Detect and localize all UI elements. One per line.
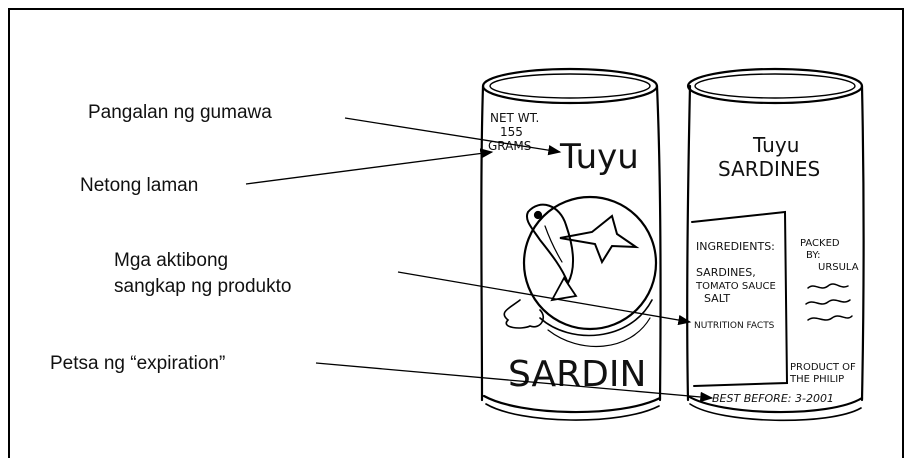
back-nutrition: NUTRITION FACTS [694,321,775,331]
back-packed-3: URSULA [818,262,859,273]
sauce-splash [503,299,545,329]
front-can [480,67,662,421]
fish-tail [550,276,578,302]
arrow-net-content [245,148,494,185]
back-ingredients-heading: INGREDIENTS: [696,240,775,253]
leader-lines [245,117,714,403]
back-can-left-edge [686,84,692,402]
back-product-of-1: PRODUCT OF [790,362,856,373]
front-product: SARDIN [508,354,646,395]
front-brand: Tuyu [559,137,639,177]
front-can-right-edge [655,84,662,402]
back-packed-1: PACKED [800,238,840,249]
front-net-wt-1: NET WT. [490,111,539,125]
arrow-ingredients [397,271,692,326]
back-can-right-edge [860,84,865,402]
front-can-left-edge [480,84,485,402]
back-can [686,67,865,422]
back-packed-2: BY: [806,250,820,261]
back-ingredient-3: SALT [704,292,730,305]
arrow-manufacturer [344,117,562,156]
label-ingredients-line1: Mga aktibong [114,250,229,271]
front-net-wt-2: 155 [500,125,523,139]
back-ingredient-1: SARDINES, [696,266,756,279]
fish-drawing [526,203,574,286]
label-ingredients-line2: sangkap ng produkto [114,276,292,297]
back-product: SARDINES [718,157,820,181]
diagram-frame [8,8,904,458]
label-expiration: Petsa ng “expiration” [50,353,226,374]
back-ingredient-2: TOMATO SAUCE [695,281,776,292]
ingredients-panel [691,210,789,387]
front-can-bottom [482,394,662,414]
fish-eye [533,210,543,220]
tomato-leaf [559,214,640,265]
label-manufacturer: Pangalan ng gumawa [88,102,272,123]
label-net-content: Netong laman [80,175,199,196]
back-can-bottom [686,394,864,414]
arrow-expiration [315,362,714,403]
tomato-drawing [522,195,658,331]
back-best-before: BEST BEFORE: 3-2001 [712,392,834,405]
back-product-of-2: THE PHILIP [789,374,844,385]
address-scribble [807,283,849,289]
back-brand: Tuyu [752,133,799,157]
